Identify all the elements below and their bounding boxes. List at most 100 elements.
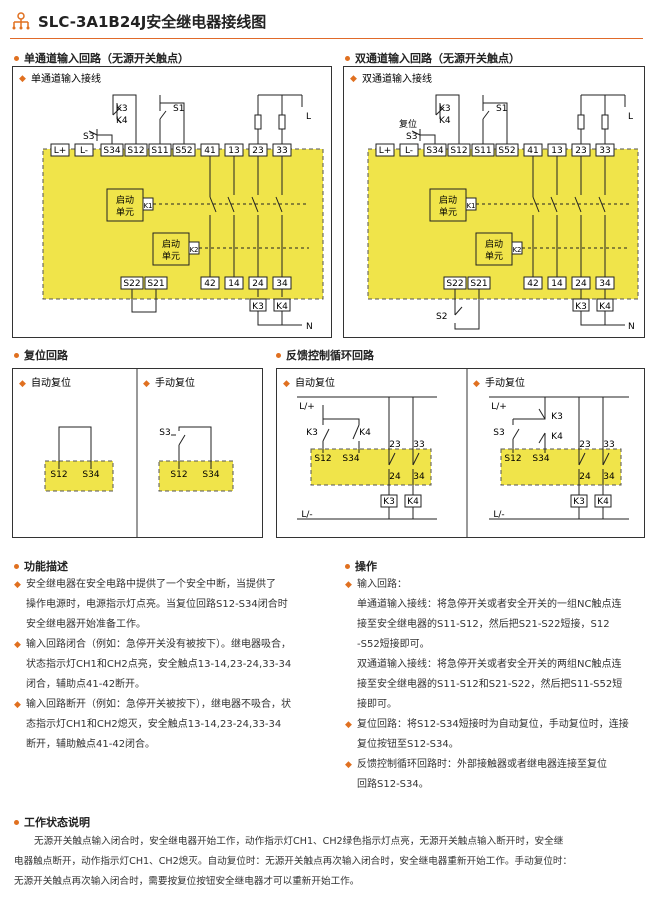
svg-text:K3: K3 [575, 302, 587, 312]
svg-text:◆: ◆ [350, 74, 357, 84]
op-line: 复位回路：将S12-S34短接时为自动复位，手动复位时，连接 [345, 715, 645, 735]
svg-text:S2: S2 [436, 312, 447, 322]
svg-text:S22: S22 [446, 279, 463, 289]
svg-text:自动复位: 自动复位 [31, 376, 71, 389]
svg-text:23: 23 [575, 146, 586, 156]
svg-text:S34: S34 [342, 454, 359, 464]
svg-text:34: 34 [603, 472, 615, 482]
svg-text:24: 24 [389, 472, 401, 482]
svg-text:K3: K3 [252, 302, 264, 312]
svg-text:S3: S3 [83, 132, 94, 142]
op-line: 输入回路： [345, 575, 645, 595]
svg-text:K4: K4 [599, 302, 611, 312]
svg-text:启动: 启动 [439, 194, 457, 206]
svg-text:◆: ◆ [19, 74, 26, 84]
svg-text:单元: 单元 [116, 206, 134, 218]
single-channel-svg: ◆ 单通道输入接线 L+ L- S34 S12 S11 S52 41 13 23… [19, 72, 324, 332]
svg-text:N: N [628, 322, 635, 332]
svg-text:K3: K3 [573, 497, 585, 507]
svg-text:S12: S12 [50, 470, 67, 480]
svg-text:K4: K4 [116, 116, 128, 126]
svg-text:S12: S12 [504, 454, 521, 464]
func-line: 操作电源时，电源指示灯点亮。当复位回路S12-S34闭合时 [26, 599, 288, 610]
svg-text:单元: 单元 [439, 206, 457, 218]
section-feedback: 反馈控制循环回路 [276, 347, 374, 363]
page-title: SLC-3A1B24J安全继电器接线图 [38, 12, 267, 31]
reset-circuit-diagram: ◆ 自动复位 ◆ 手动复位 S12 S34 S12 S34 S3 [12, 368, 263, 538]
svg-text:K4: K4 [597, 497, 609, 507]
svg-text:23: 23 [389, 440, 400, 450]
svg-text:33: 33 [599, 146, 610, 156]
svg-text:S52: S52 [498, 146, 515, 156]
svg-text:S1: S1 [496, 104, 507, 114]
svg-text:L/+: L/+ [491, 402, 507, 412]
svg-text:K4: K4 [439, 116, 451, 126]
svg-text:33: 33 [603, 440, 614, 450]
svg-text:双通道输入接线: 双通道输入接线 [362, 72, 432, 85]
svg-text:L/-: L/- [493, 510, 504, 520]
svg-text:L+: L+ [54, 146, 67, 156]
svg-text:L: L [628, 112, 633, 122]
svg-text:13: 13 [228, 146, 239, 156]
svg-text:S11: S11 [474, 146, 491, 156]
page-header: SLC-3A1B24J安全继电器接线图 [10, 8, 266, 34]
svg-text:S34: S34 [202, 470, 219, 480]
svg-text:L: L [306, 112, 311, 122]
op-line: 单通道输入接线：将急停开关或者安全开关的一组NC触点连 [357, 599, 622, 610]
bullet-dot-icon [14, 819, 19, 825]
svg-text:33: 33 [276, 146, 287, 156]
bullet-dot-icon [14, 563, 19, 569]
func-line: 输入回路闭合（例如：急停开关没有被按下）。继电器吸合， [14, 635, 334, 655]
svg-text:K3: K3 [439, 104, 451, 114]
svg-text:S34: S34 [103, 146, 120, 156]
op-line: 反馈控制循环回路时：外部接触器或者继电器连接至复位 [345, 755, 645, 775]
op-line: 接至安全继电器的S11-S12，然后把S21-S22短接，S12 [357, 619, 610, 630]
op-line: 回路S12-S34。 [357, 779, 429, 790]
svg-text:N: N [306, 322, 313, 332]
svg-text:K4: K4 [359, 428, 371, 438]
bullet-dot-icon [14, 352, 19, 358]
section-single-channel: 单通道输入回路（无源开关触点） [14, 50, 189, 66]
svg-text:自动复位: 自动复位 [295, 376, 335, 389]
dual-channel-svg: ◆ 双通道输入接线 L+ L- S34 S12 S11 S52 41 13 23… [350, 72, 639, 332]
svg-text:K2: K2 [189, 246, 198, 254]
svg-text:K4: K4 [407, 497, 419, 507]
svg-text:K3: K3 [306, 428, 318, 438]
state-text: 无源开关触点输入闭合时，安全继电器开始工作，动作指示灯CH1、CH2绿色指示灯点… [14, 832, 646, 892]
svg-text:◆: ◆ [283, 379, 290, 389]
svg-text:34: 34 [413, 472, 425, 482]
svg-text:启动: 启动 [116, 194, 134, 206]
svg-text:S1: S1 [173, 104, 184, 114]
section-dual-channel: 双通道输入回路（无源开关触点） [345, 50, 520, 66]
svg-text:S21: S21 [147, 279, 164, 289]
svg-text:14: 14 [228, 279, 240, 289]
op-line: -S52短接即可。 [357, 639, 430, 650]
svg-text:◆: ◆ [473, 379, 480, 389]
svg-text:S34: S34 [532, 454, 549, 464]
svg-text:S3: S3 [406, 132, 417, 142]
svg-text:S12: S12 [127, 146, 144, 156]
svg-text:启动: 启动 [485, 238, 503, 250]
svg-text:S3: S3 [493, 428, 504, 438]
svg-text:S12: S12 [314, 454, 331, 464]
function-text: 安全继电器在安全电路中提供了一个安全中断，当提供了 操作电源时，电源指示灯点亮。… [14, 575, 334, 755]
feedback-circuit-svg: ◆ 自动复位 ◆ 手动复位 L/+ L/- K3 K4 S12 S34 23 3… [283, 369, 629, 537]
svg-text:K1: K1 [466, 202, 475, 210]
bullet-dot-icon [276, 352, 281, 358]
op-line: 接即可。 [357, 699, 397, 710]
svg-text:K4: K4 [276, 302, 288, 312]
bullet-dot-icon [14, 55, 19, 61]
svg-text:24: 24 [579, 472, 591, 482]
svg-text:41: 41 [204, 146, 215, 156]
svg-text:单元: 单元 [162, 250, 180, 262]
svg-text:单元: 单元 [485, 250, 503, 262]
svg-text:K3: K3 [551, 412, 563, 422]
svg-text:S3: S3 [159, 428, 170, 438]
svg-text:S34: S34 [82, 470, 99, 480]
svg-text:L/-: L/- [301, 510, 312, 520]
svg-text:S21: S21 [470, 279, 487, 289]
svg-text:手动复位: 手动复位 [155, 376, 195, 389]
svg-text:单通道输入接线: 单通道输入接线 [31, 72, 101, 85]
svg-text:K3: K3 [383, 497, 395, 507]
svg-text:K1: K1 [143, 202, 152, 210]
